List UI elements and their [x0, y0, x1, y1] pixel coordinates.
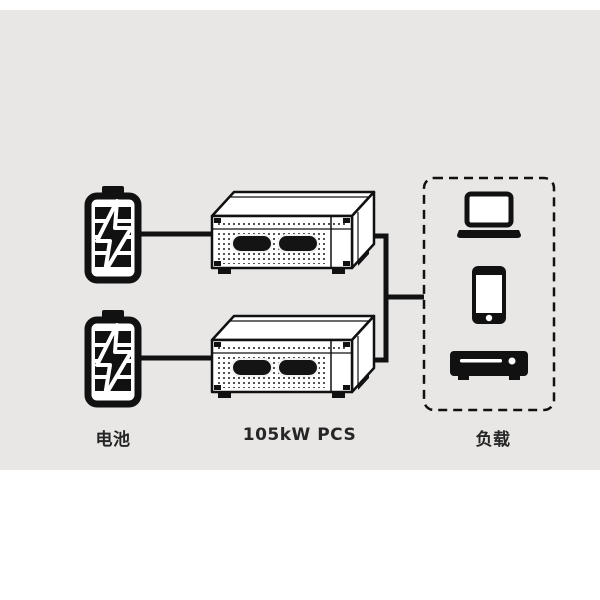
laptop-icon — [457, 194, 521, 238]
smartphone-icon — [472, 266, 506, 324]
battery-label: 电池 — [95, 430, 131, 450]
pcs-rack-icon — [210, 190, 376, 276]
battery-icon — [88, 186, 138, 280]
load-group-box — [422, 176, 556, 412]
battery-icon — [88, 310, 138, 404]
pcs-rack-icon — [210, 314, 376, 400]
set-top-box-icon — [450, 351, 528, 380]
pcs-label: 105kW PCS — [242, 425, 357, 445]
load-label: 负载 — [475, 430, 511, 450]
